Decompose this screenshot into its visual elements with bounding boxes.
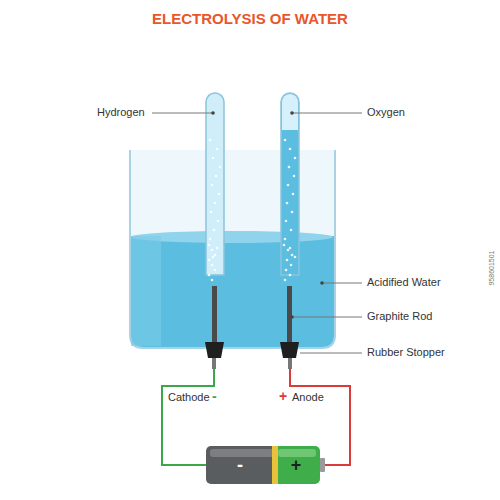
anode-terminal: [288, 358, 292, 369]
cathode-graphite-rod: [212, 286, 217, 342]
anode-graphite-rod: [287, 286, 292, 342]
bubble: [287, 249, 290, 252]
acidified-water: [131, 236, 334, 347]
bubble: [289, 247, 292, 250]
battery-band: [272, 446, 278, 484]
beaker-highlight: [131, 236, 161, 346]
electrode-label: Anode: [292, 391, 324, 404]
bubble: [291, 211, 294, 214]
bubble: [291, 254, 294, 257]
gas-label: Oxygen: [367, 106, 405, 119]
bubble: [211, 264, 214, 267]
bubble: [293, 175, 296, 178]
bubble: [290, 229, 293, 232]
bubble: [292, 193, 295, 196]
leader-dot: [320, 281, 324, 285]
bubble: [211, 184, 214, 187]
oxygen-test-tube: [281, 93, 299, 275]
bubble: [215, 175, 218, 178]
gas-bubbles: [208, 139, 297, 282]
bubble: [219, 166, 222, 169]
battery-sign: +: [291, 455, 302, 476]
bubble: [285, 220, 288, 223]
bubble: [285, 269, 288, 272]
bubble: [216, 247, 219, 250]
part-label: Acidified Water: [367, 276, 441, 289]
water-surface: [131, 231, 333, 243]
gas-label: Hydrogen: [97, 106, 145, 119]
part-label: Graphite Rod: [367, 310, 432, 323]
bubble: [214, 254, 217, 257]
title: ELECTROLYSIS OF WATER: [152, 10, 348, 27]
bubble: [214, 202, 217, 205]
anode-rubber-stopper: [280, 342, 299, 358]
cathode-rubber-stopper: [205, 342, 224, 358]
bubble: [283, 244, 286, 247]
bubble: [217, 220, 220, 223]
bubble: [289, 274, 292, 277]
leader-dot: [290, 111, 294, 115]
bubble: [208, 274, 211, 277]
leader-line: [292, 317, 362, 318]
bubble: [208, 259, 211, 262]
bubble: [214, 269, 217, 272]
bubble: [294, 157, 297, 160]
oxygen-gas: [282, 94, 298, 130]
leader-line: [152, 113, 212, 114]
bubble: [212, 256, 215, 259]
bubble: [216, 148, 219, 151]
beaker: [130, 150, 335, 348]
bubble: [209, 238, 212, 241]
leader-dot: [290, 315, 294, 319]
leader-dot: [211, 111, 215, 115]
part-label: Rubber Stopper: [367, 346, 445, 359]
bubble: [211, 249, 214, 252]
electrode-label: Cathode: [168, 391, 210, 404]
battery-sign: -: [237, 455, 243, 476]
bubble: [218, 193, 221, 196]
bubble: [284, 238, 287, 241]
battery-terminal: [320, 458, 325, 472]
bubble: [286, 202, 289, 205]
bubble: [287, 184, 290, 187]
bubble: [289, 148, 292, 151]
bubble: [284, 139, 287, 142]
bubble: [210, 211, 213, 214]
bubble: [288, 166, 291, 169]
hydrogen-test-tube: [206, 93, 224, 275]
bubble: [286, 259, 289, 262]
bubble: [209, 139, 212, 142]
polarity-sign: +: [279, 388, 287, 404]
leader-line: [300, 353, 362, 354]
bubble: [213, 229, 216, 232]
bubble: [211, 279, 214, 282]
polarity-sign: -: [212, 388, 217, 404]
bubble: [294, 256, 297, 259]
stock-id: 958601501: [488, 250, 496, 285]
leader-line: [322, 283, 362, 284]
bubble: [284, 279, 287, 282]
bubble: [290, 264, 293, 267]
cathode-terminal: [212, 358, 216, 369]
battery-body: [206, 446, 278, 484]
leader-line: [292, 113, 362, 114]
bubble: [212, 157, 215, 160]
bubble: [208, 244, 211, 247]
battery-cap: [272, 446, 320, 484]
